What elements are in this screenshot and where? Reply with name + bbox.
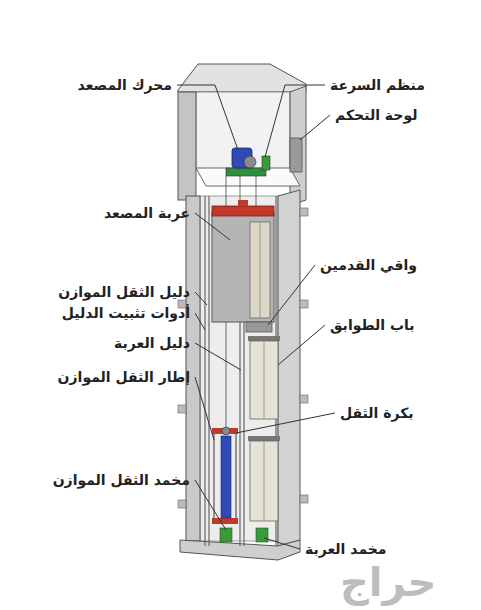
part-label: واقي القدمين [320,255,417,275]
speed-governor [262,156,270,170]
part-label: دليل العربة [114,333,190,353]
car-door [250,222,270,318]
part-label: إطار الثقل الموازن [58,367,190,387]
car-frame [238,200,248,206]
motor-base [226,168,266,176]
counterweight-frame [212,428,238,434]
toe-guard [246,322,272,332]
car-frame [212,206,274,216]
machine-room-wall [178,92,196,200]
door-header [248,336,280,341]
part-label: دليل الثقل الموازن [58,282,190,302]
landing-door [250,341,278,419]
buffer [256,528,268,542]
leader-lines [177,85,335,549]
machine-room-wall [290,86,306,205]
machine-room-back [196,92,290,170]
part-label: بكرة الثقل [340,403,414,423]
car [212,212,274,322]
part-label: باب الطوابق [330,315,415,335]
shaft-wall [186,196,200,541]
landing-door [250,441,278,521]
traction-sheave [244,156,256,168]
counterweight-sheave [222,427,230,435]
door-header [248,436,280,441]
part-label: عربة المصعد [104,203,190,223]
counterweight-frame [212,518,238,524]
counterweight [221,436,231,518]
buffer [220,528,232,542]
part-label: منظم السرعة [330,75,425,95]
part-label: محرك المصعد [78,75,172,95]
part-label: مخمد العربة [305,539,387,559]
shaft-wall [278,190,300,546]
machine-floor [196,168,300,186]
roof [178,64,306,92]
part-label: مخمد الثقل الموازن [53,470,190,490]
control-panel [290,138,302,172]
wall-brackets [178,208,308,508]
part-label: أدوات تثبيت الدليل [62,303,190,323]
part-label: لوحة التحكم [335,105,417,125]
watermark: حراج [340,560,436,604]
